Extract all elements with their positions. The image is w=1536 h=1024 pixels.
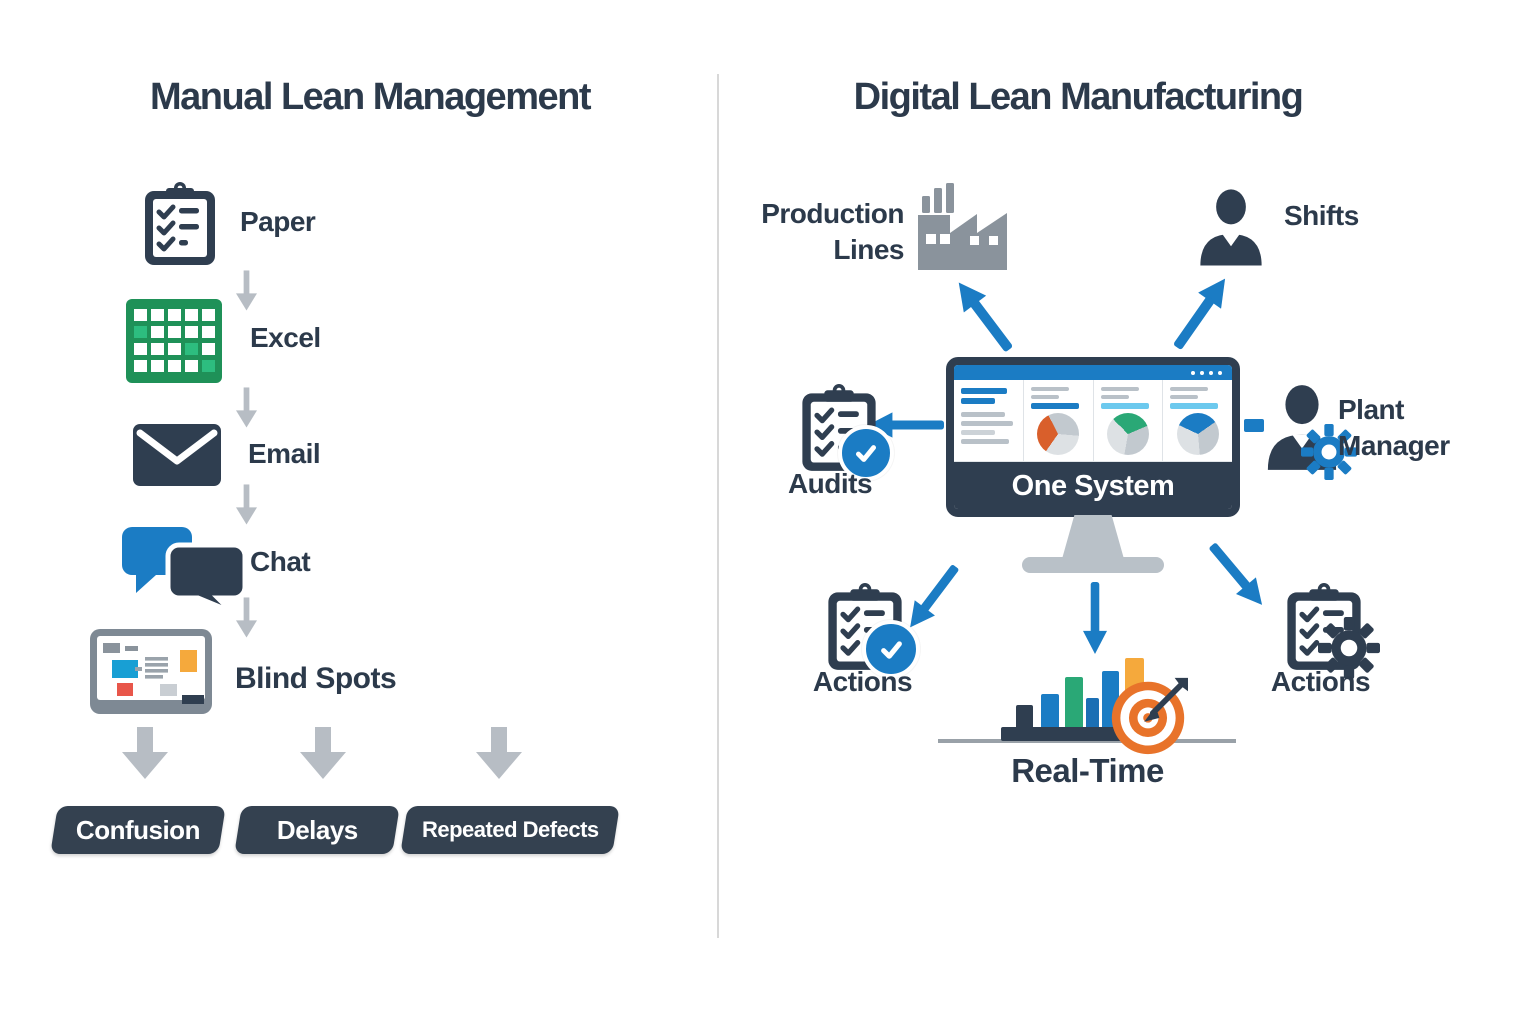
- node-production-lines-label: Production Lines: [761, 198, 904, 265]
- up-right-arrow-icon: [1165, 271, 1236, 356]
- flow-label-excel: Excel: [250, 322, 321, 353]
- dashboard-column: [1094, 380, 1164, 461]
- down-arrow-icon: [236, 270, 257, 311]
- down-arrow-icon: [300, 727, 346, 779]
- node-real-time-label: Real-Time: [1011, 752, 1164, 789]
- chart-bar: [1065, 677, 1083, 739]
- down-arrow-icon: [236, 484, 257, 525]
- monitor-base: [1022, 557, 1164, 573]
- node-shifts-label: Shifts: [1284, 200, 1359, 231]
- dashboard-grid: [954, 380, 1232, 462]
- pie-chart-icon: [1176, 413, 1219, 455]
- right-arrow-stub-icon: [1244, 419, 1264, 432]
- window-dot-icon: [1218, 370, 1222, 375]
- node-actions-left-label: Actions: [812, 666, 913, 697]
- pie-chart-icon: [1037, 413, 1080, 455]
- envelope-icon: [133, 424, 221, 486]
- flow-label-email: Email: [248, 438, 321, 469]
- down-arrow-icon: [236, 387, 257, 428]
- window-dot-icon: [1200, 370, 1204, 375]
- outcome-label: Repeated Defects: [421, 817, 599, 842]
- baseline: [938, 739, 1236, 743]
- up-left-arrow-icon: [948, 274, 1021, 358]
- whiteboard-icon: [90, 629, 212, 714]
- person-icon: [1196, 188, 1266, 266]
- flow-label-paper: Paper: [240, 206, 316, 237]
- hub-label: One System: [1011, 469, 1175, 502]
- flow-label-blind-spots: Blind Spots: [235, 662, 397, 695]
- down-arrow-icon: [476, 727, 522, 779]
- check-circle-icon: [838, 425, 894, 481]
- one-system-monitor: One System: [946, 357, 1240, 517]
- pie-chart-icon: [1106, 413, 1149, 455]
- dashboard-column: [954, 380, 1024, 461]
- down-arrow-icon: [1081, 582, 1109, 654]
- window-dot-icon: [1209, 370, 1213, 375]
- clipboard-checklist-icon: [142, 182, 218, 268]
- target-dart-icon: [1108, 676, 1188, 756]
- chart-pedestal: [1001, 727, 1126, 741]
- down-arrow-icon: [236, 597, 257, 638]
- dashboard-column: [1163, 380, 1232, 461]
- outcome-badge-confusion: Confusion: [50, 806, 226, 854]
- window-dot-icon: [1191, 370, 1195, 375]
- spreadsheet-icon: [126, 299, 222, 383]
- monitor-topbar: [954, 365, 1232, 380]
- node-actions-right-label: Actions: [1270, 666, 1371, 697]
- flow-label-chat: Chat: [250, 546, 311, 577]
- outcome-badge-repeated-defects: Repeated Defects: [400, 806, 620, 854]
- center-divider: [717, 74, 719, 938]
- node-audits-label: Audits: [787, 468, 873, 499]
- hub-label-band: One System: [954, 462, 1232, 509]
- outcome-badge-delays: Delays: [234, 806, 400, 854]
- outcome-label: Confusion: [75, 814, 201, 845]
- node-plant-manager-label: Plant Manager: [1338, 394, 1450, 461]
- down-right-arrow-icon: [1201, 536, 1273, 614]
- check-circle-icon: [862, 620, 920, 678]
- left-panel-title: Manual Lean Management: [150, 76, 591, 118]
- monitor-stand: [1062, 515, 1124, 559]
- outcome-label: Delays: [276, 814, 358, 845]
- right-panel-title: Digital Lean Manufacturing: [853, 76, 1304, 118]
- factory-icon: [915, 183, 1012, 270]
- down-arrow-icon: [122, 727, 168, 779]
- dashboard-column: [1024, 380, 1094, 461]
